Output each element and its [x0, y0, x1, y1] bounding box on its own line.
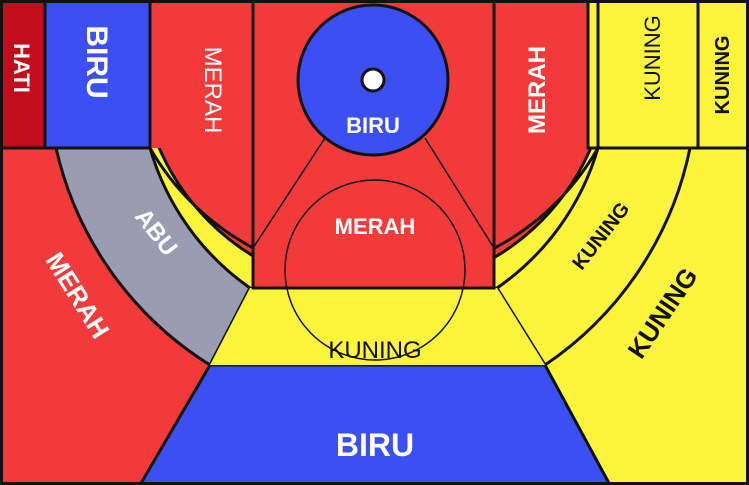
zone-kuning-top-right: [586, 0, 700, 150]
label-biru-top-left: BIRU: [80, 25, 113, 98]
lane-diagonal-right: [424, 137, 495, 249]
zone-kuning-right-inner: [494, 146, 692, 368]
free-throw-circle: [284, 179, 466, 361]
label-kuning-top-right: KUNING: [640, 15, 665, 101]
basket-icon: [360, 67, 386, 93]
label-kuning-top-corner: KUNING: [712, 36, 734, 115]
label-merah-upper-left: MERAH: [199, 47, 226, 134]
label-merah-key: MERAH: [335, 214, 416, 239]
zone-hati: [0, 0, 47, 150]
zone-kuning-top-corner: [696, 0, 749, 150]
label-merah-upper-right: MERAH: [524, 46, 551, 134]
label-kuning-bottom-circle: KUNING: [328, 337, 421, 364]
zone-biru-bottom: [138, 363, 612, 485]
lane-diagonal-left: [252, 137, 326, 249]
label-hati: HATI: [9, 43, 34, 93]
label-biru-circle: BIRU: [346, 113, 400, 138]
label-biru-bottom: BIRU: [336, 427, 414, 463]
